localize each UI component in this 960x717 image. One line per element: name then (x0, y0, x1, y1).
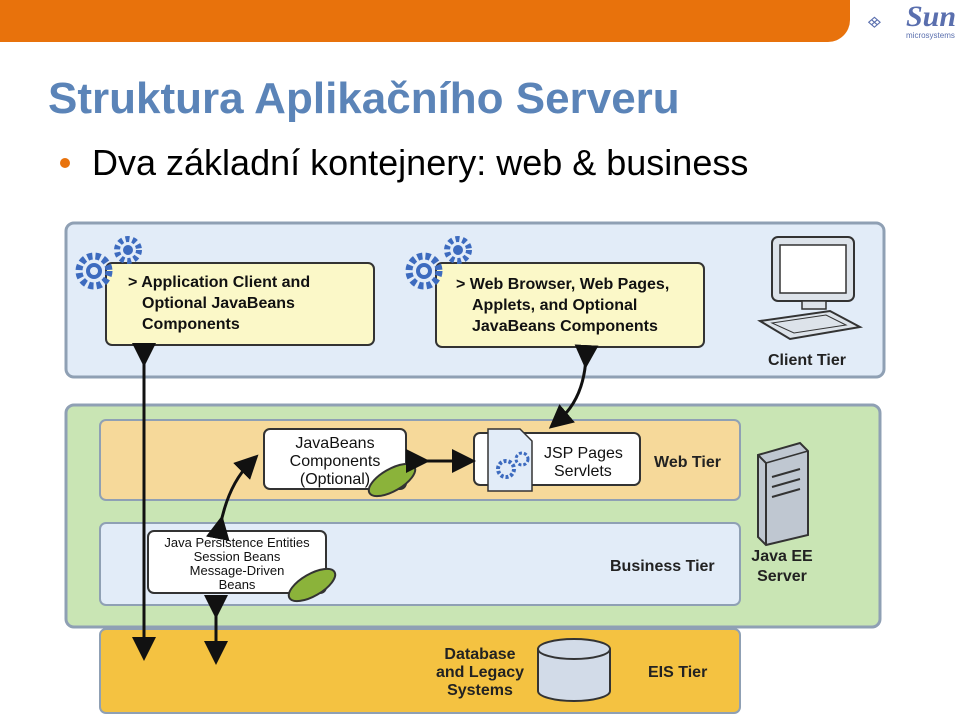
slide-title: Struktura Aplikačního Serveru (48, 74, 680, 123)
logo-subtitle: microsystems (906, 31, 955, 40)
javabeans-line-2: Components (290, 453, 381, 470)
app-client-line-2: Optional JavaBeans (142, 295, 295, 312)
database-line-3: Systems (447, 682, 513, 699)
persistence-line-2: Session Beans (194, 549, 281, 564)
architecture-diagram: > Application Client and Optional JavaBe… (64, 221, 886, 714)
database-line-1: Database (444, 646, 515, 663)
eis-tier-band (99, 628, 741, 714)
web-browser-line-1: > Web Browser, Web Pages, (456, 276, 669, 293)
web-browser-line-3: JavaBeans Components (472, 318, 658, 335)
arrow-business-javabeans (205, 454, 259, 542)
app-client-box (105, 262, 375, 346)
javabeans-line-3: (Optional) (300, 471, 370, 488)
jsp-line-2: Servlets (554, 463, 612, 480)
gear-icon (75, 236, 142, 290)
server-line-1: Java EE (751, 548, 813, 565)
server-icon (757, 441, 809, 547)
eis-tier-label: EIS Tier (648, 664, 707, 681)
persistence-line-3: Message-Driven (190, 563, 285, 578)
app-client-line-1: > Application Client and (128, 274, 310, 291)
persistence-line-1: Java Persistence Entities (164, 535, 310, 550)
database-icon (537, 638, 611, 702)
client-tier-label: Client Tier (768, 352, 846, 369)
javabeans-line-1: JavaBeans (295, 435, 374, 452)
persistence-line-4: Beans (219, 577, 256, 592)
sun-diamond-icon (868, 16, 881, 28)
business-tier-label: Business Tier (610, 558, 715, 575)
server-line-2: Server (757, 568, 807, 585)
app-client-line-3: Components (142, 316, 240, 333)
web-browser-line-2: Applets, and Optional (472, 297, 637, 314)
bullet-icon (60, 158, 70, 168)
computer-icon (757, 236, 864, 341)
database-line-2: and Legacy (436, 664, 524, 681)
gear-icon (405, 236, 472, 290)
logo-wordmark: Sun (906, 0, 957, 33)
web-tier-label: Web Tier (654, 454, 721, 471)
bullet-text: Dva základní kontejnery: web & business (92, 142, 749, 183)
bean-icon (287, 567, 337, 603)
jsp-line-1: JSP Pages (544, 445, 623, 462)
top-accent-bar (0, 0, 850, 42)
arrow-browser-jsp (548, 344, 599, 429)
document-icon (487, 428, 533, 492)
